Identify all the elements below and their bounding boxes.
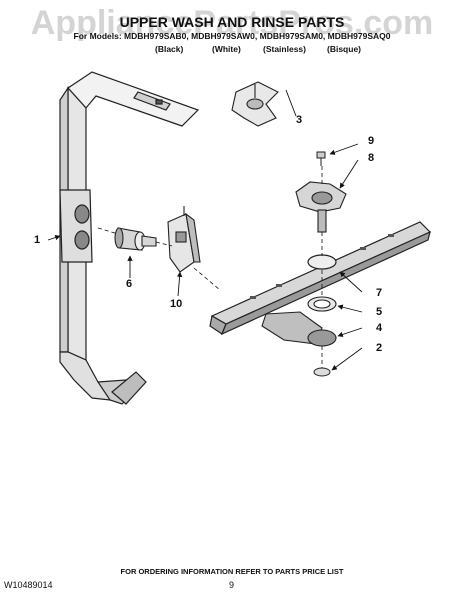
manifold-tube bbox=[59, 71, 200, 405]
callout-3: 3 bbox=[296, 114, 303, 126]
document-number: W10489014 bbox=[4, 580, 53, 590]
callout-7: 7 bbox=[376, 287, 383, 299]
clip-part-10 bbox=[167, 206, 201, 273]
callout-6: 6 bbox=[126, 278, 133, 290]
seal-part-5 bbox=[307, 296, 337, 312]
callout-10: 10 bbox=[170, 298, 183, 310]
screw-part-9 bbox=[316, 151, 326, 166]
spray-arm-part-7 bbox=[209, 221, 432, 336]
model-list: For Models: MDBH979SAB0, MDBH979SAW0, MD… bbox=[73, 31, 391, 41]
page-title: UPPER WASH AND RINSE PARTS bbox=[119, 14, 345, 30]
callout-1: 1 bbox=[34, 234, 41, 246]
conduit-part-4 bbox=[261, 311, 337, 347]
hub-part-8 bbox=[295, 181, 347, 233]
callout-5: 5 bbox=[376, 306, 383, 318]
callout-4: 4 bbox=[376, 322, 383, 334]
callout-2: 2 bbox=[376, 342, 383, 354]
page-number: 9 bbox=[229, 580, 235, 590]
callout-8: 8 bbox=[368, 152, 375, 164]
nut-part-2 bbox=[313, 367, 331, 377]
ordering-note: FOR ORDERING INFORMATION REFER TO PARTS … bbox=[120, 567, 344, 576]
inlet-part-6 bbox=[114, 227, 157, 251]
bracket-part-3 bbox=[231, 81, 279, 127]
color-black: (Black) bbox=[155, 44, 184, 54]
watermark: AppliancePartsPros.com bbox=[30, 4, 434, 42]
color-white: (White) bbox=[212, 44, 241, 54]
callout-9: 9 bbox=[368, 135, 375, 147]
color-stainless: (Stainless) bbox=[263, 44, 306, 54]
color-bisque: (Bisque) bbox=[327, 44, 361, 54]
